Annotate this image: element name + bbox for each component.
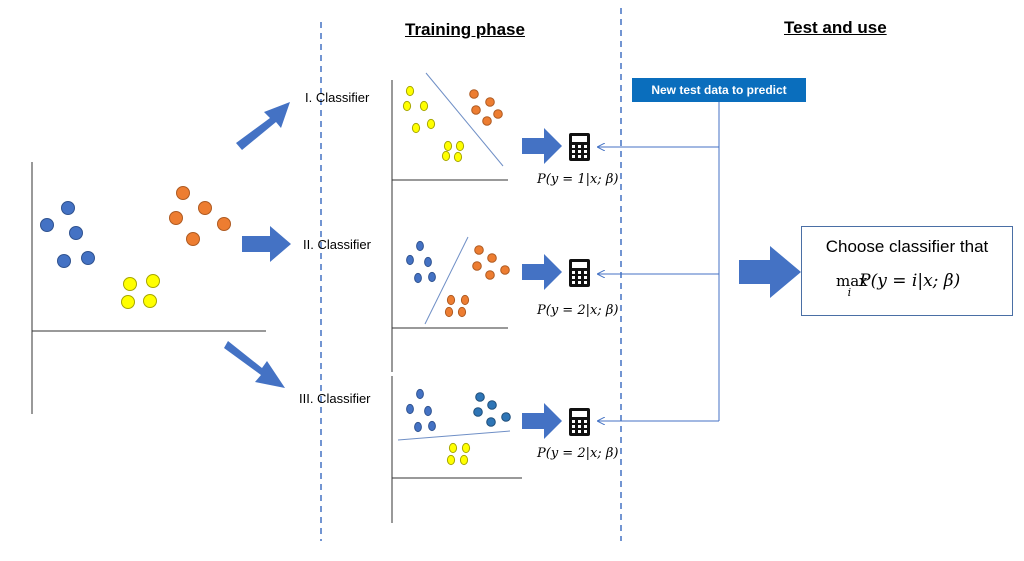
classifier-3-probability: P(y = 2|x; β)	[537, 446, 619, 461]
decision-probability: P(y = i|x; β)	[859, 271, 961, 291]
classifier-2-boundary	[424, 236, 469, 325]
classifier-1-boundary	[425, 72, 504, 167]
classifier-1-probability: P(y = 1|x; β)	[537, 172, 619, 187]
arrow-to-model-1	[522, 128, 562, 164]
classifier-2-label: II. Classifier	[303, 237, 371, 252]
arrow-to-decision	[739, 246, 801, 298]
classifier-2-probability: P(y = 2|x; β)	[537, 303, 619, 318]
classifier-1-label: I. Classifier	[305, 90, 370, 105]
arrow-to-model-3	[522, 403, 562, 439]
decision-box: Choose classifier that maxi P(y = i|x; β)	[801, 226, 1013, 316]
calculator-icon	[569, 133, 590, 161]
classifier-3-plot	[391, 376, 522, 523]
decision-formula: maxi P(y = i|x; β)	[836, 271, 961, 299]
classifier-2-plot	[391, 228, 510, 372]
new-test-data-box: New test data to predict	[632, 78, 806, 102]
training-phase-title: Training phase	[405, 20, 525, 39]
test-data-connectors	[598, 102, 720, 421]
decision-max: max	[836, 272, 868, 290]
calculator-icon	[569, 259, 590, 287]
dataset-orange-cluster	[169, 186, 231, 246]
arrow-to-model-2	[522, 254, 562, 290]
classifier-3-boundary	[397, 430, 511, 441]
dataset-yellow-cluster	[121, 274, 160, 309]
dataset-blue-cluster	[40, 201, 95, 268]
arrow-to-classifier-2	[242, 226, 291, 262]
dataset-to-classifier-arrows	[224, 102, 291, 388]
decision-max-subscript: i	[847, 286, 852, 299]
dataset-plot	[31, 162, 266, 414]
decision-title: Choose classifier that	[825, 237, 989, 256]
arrow-to-classifier-3	[224, 341, 285, 388]
plot-to-model-arrows	[522, 128, 562, 439]
classifier-3-label: III. Classifier	[299, 391, 371, 406]
calculator-icon	[569, 408, 590, 436]
test-phase-title: Test and use	[784, 18, 887, 37]
classifier-1-plot	[391, 72, 508, 228]
arrow-to-classifier-1	[236, 102, 290, 150]
